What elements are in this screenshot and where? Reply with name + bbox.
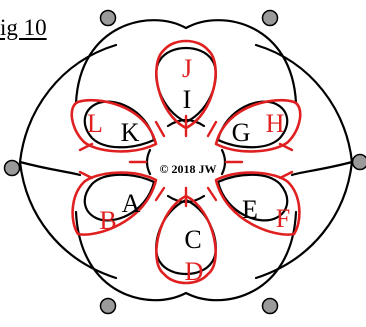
label-A: A bbox=[122, 189, 141, 218]
node-bottom-left bbox=[101, 299, 116, 314]
label-F: F bbox=[276, 204, 290, 233]
outer-loop-lower-left bbox=[20, 162, 80, 175]
label-H: H bbox=[266, 109, 285, 138]
tick-right-outer-bottom bbox=[280, 172, 292, 178]
red-ticks bbox=[80, 116, 292, 206]
label-G: G bbox=[232, 118, 251, 147]
tick-lower-right bbox=[208, 188, 216, 200]
label-J: J bbox=[182, 54, 192, 83]
label-E: E bbox=[242, 195, 258, 224]
outer-loop-lower-right bbox=[292, 162, 352, 175]
petal-black-A bbox=[85, 175, 154, 221]
label-I: I bbox=[183, 85, 192, 114]
node-bottom-right bbox=[263, 299, 278, 314]
node-top-left bbox=[101, 11, 116, 26]
tick-lower-left bbox=[156, 188, 164, 200]
outer-loop-right bbox=[256, 45, 352, 278]
label-C: C bbox=[184, 225, 201, 254]
label-L: L bbox=[87, 109, 103, 138]
figure-label: ig 10 bbox=[0, 16, 47, 39]
node-left bbox=[5, 161, 20, 176]
tick-upper-left bbox=[156, 122, 164, 136]
label-D: D bbox=[185, 257, 204, 286]
outer-loop-left bbox=[20, 45, 116, 278]
copyright-text: © 2018 JW bbox=[160, 162, 217, 176]
tick-upper-right bbox=[208, 122, 216, 136]
node-top-right bbox=[263, 11, 278, 26]
label-B: B bbox=[99, 206, 116, 235]
node-right bbox=[353, 155, 366, 170]
label-K: K bbox=[121, 118, 140, 147]
tick-left-outer-bottom bbox=[80, 172, 92, 178]
